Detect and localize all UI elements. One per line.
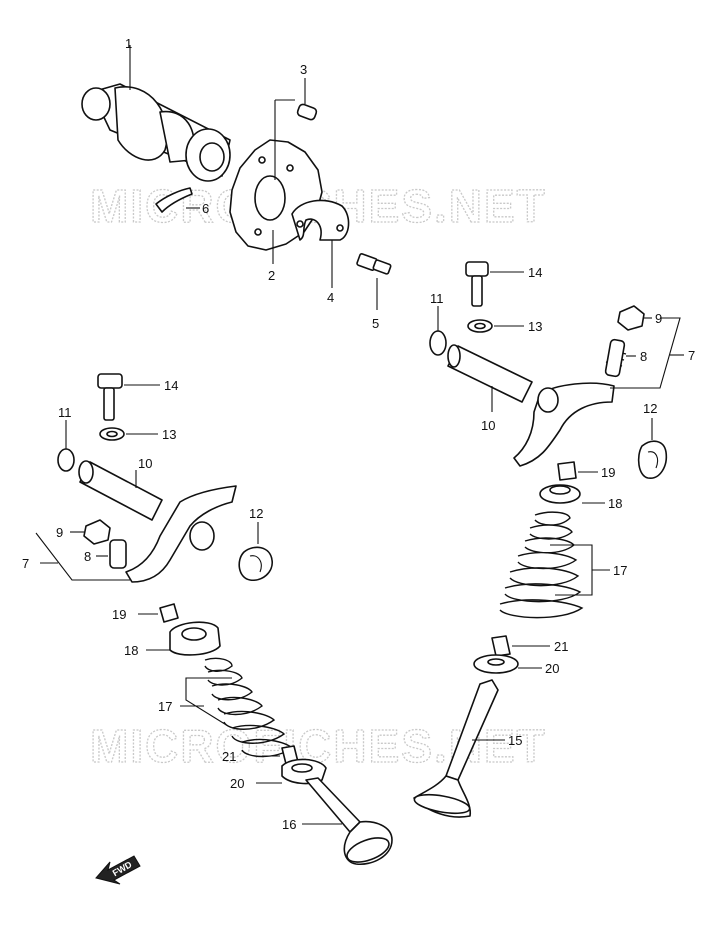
callout-17-right: 17 [613, 563, 627, 578]
callout-15: 15 [508, 733, 522, 748]
callout-21-right: 21 [554, 639, 568, 654]
spring-seat-left [256, 758, 327, 785]
rocker-arm-right [513, 317, 684, 467]
rocker-bolt-right [465, 261, 524, 307]
callout-11-left: 11 [58, 405, 72, 420]
callout-7-left: 7 [22, 556, 29, 571]
valve-spring-left [180, 657, 294, 758]
valve-cotter-right [491, 635, 550, 657]
exhaust-valve [302, 777, 393, 865]
spring-retainer-right [539, 484, 605, 504]
callout-11-right: 11 [430, 291, 444, 306]
callout-12-left: 12 [249, 506, 263, 521]
callout-8-left: 8 [84, 549, 91, 564]
callout-14-right: 14 [528, 265, 542, 280]
callout-13-left: 13 [162, 427, 176, 442]
retainer-plate [291, 199, 350, 288]
callout-20-right: 20 [545, 661, 559, 676]
callout-2: 2 [268, 268, 275, 283]
rocker-bolt-left [97, 373, 160, 421]
callout-10-left: 10 [138, 456, 152, 471]
callout-10-right: 10 [481, 418, 495, 433]
intake-valve [413, 679, 505, 818]
camshaft [81, 45, 231, 182]
valve-spring-right [499, 511, 610, 619]
rocker-shaft-left [78, 460, 163, 521]
rocker-shaft-right [447, 344, 533, 412]
tappet-cap-right [557, 461, 598, 481]
callout-4: 4 [327, 290, 334, 305]
callout-12-right: 12 [643, 401, 657, 416]
callout-8-right: 8 [640, 349, 647, 364]
stopper-left [238, 522, 273, 582]
callout-3: 3 [300, 62, 307, 77]
adjust-screw-right [604, 338, 636, 378]
callout-18-left: 18 [124, 643, 138, 658]
callout-14-left: 14 [164, 378, 178, 393]
adjust-screw-left [96, 539, 127, 569]
callout-18-right: 18 [608, 496, 622, 511]
callout-20-left: 20 [230, 776, 244, 791]
callout-16: 16 [282, 817, 296, 832]
callout-13-right: 13 [528, 319, 542, 334]
callout-19-right: 19 [601, 465, 615, 480]
o-ring-right [429, 306, 447, 356]
callout-7-right: 7 [688, 348, 695, 363]
washer-right [467, 319, 524, 333]
washer-left [99, 427, 158, 441]
adjust-nut-left [70, 519, 111, 545]
fwd-arrow-icon: FWD [95, 855, 141, 885]
stopper-right [637, 418, 668, 479]
callout-1: 1 [125, 36, 132, 51]
callout-17-left: 17 [158, 699, 172, 714]
rocker-arm-left [35, 485, 237, 583]
cam-sprocket [229, 99, 323, 264]
spring-seat-right [473, 654, 542, 674]
callout-5: 5 [372, 316, 379, 331]
callout-9-right: 9 [655, 311, 662, 326]
adjust-nut-right [617, 305, 652, 331]
callout-9-left: 9 [56, 525, 63, 540]
o-ring-left [57, 420, 75, 472]
tappet-cap-left [138, 603, 179, 623]
callout-21-left: 21 [222, 749, 236, 764]
cam-bolt [356, 253, 392, 310]
dowel-pin [296, 78, 318, 121]
callout-6: 6 [202, 201, 209, 216]
snap-clip [155, 187, 200, 213]
callout-19-left: 19 [112, 607, 126, 622]
spring-retainer-left [146, 621, 221, 656]
